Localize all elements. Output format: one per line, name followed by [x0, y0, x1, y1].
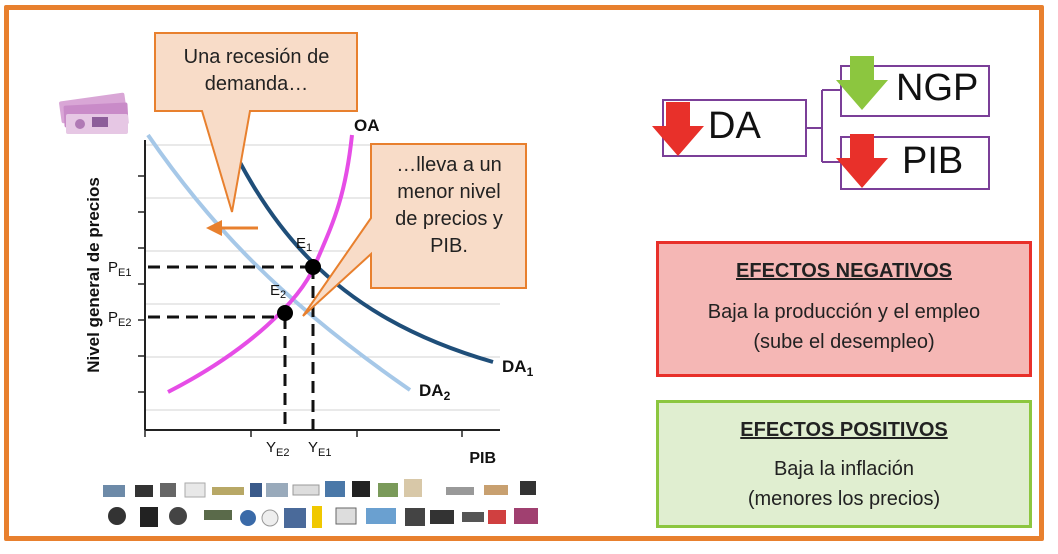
- x-axis-title: PIB: [469, 450, 496, 467]
- euro-banknotes-icon: [59, 92, 129, 134]
- pe1-label: PE1: [108, 259, 131, 279]
- callout-recession-bubble: [154, 32, 358, 213]
- negative-effects-line-2: (sube el desempleo): [753, 331, 935, 353]
- positive-effects-line-2: (menores los precios): [747, 488, 941, 510]
- summary-connectors: [806, 89, 840, 163]
- da2-curve: [146, 133, 412, 392]
- callout-result-line-2: menor nivel: [397, 181, 501, 203]
- da1-label: DA1: [502, 357, 534, 379]
- da-down-arrow-icon: [652, 102, 704, 156]
- ngp-label: NGP: [896, 67, 979, 109]
- ye1-label: YE1: [308, 439, 331, 459]
- positive-effects-title: EFECTOS POSITIVOS: [740, 419, 948, 441]
- oa-label: OA: [354, 116, 380, 135]
- oa-curve: [167, 134, 354, 394]
- pib-label: PIB: [902, 140, 964, 182]
- callout-result-line-4: PIB.: [430, 235, 468, 257]
- negative-effects-title: EFECTOS NEGATIVOS: [736, 260, 952, 282]
- callout-recession-line-2: demanda…: [204, 73, 309, 95]
- shift-arrow: [206, 220, 258, 236]
- consumer-goods-icon: [103, 479, 538, 528]
- callout-result-line-3: de precios y: [395, 208, 503, 230]
- da2-label: DA2: [419, 381, 451, 403]
- e2-label: E2: [270, 282, 286, 301]
- callout-result-line-1: …lleva a un: [396, 154, 502, 176]
- callout-recession-text: Una recesión de demanda…: [158, 44, 355, 98]
- e1-point: [305, 259, 321, 275]
- negative-effects-line-1: Baja la producción y el empleo: [707, 301, 981, 323]
- e1-label: E1: [296, 235, 312, 254]
- slide-frame: [4, 5, 1044, 541]
- x-axis-ticks: [144, 430, 463, 437]
- da-label: DA: [708, 105, 761, 147]
- positive-effects-line-1: Baja la inflación: [773, 458, 915, 480]
- pib-down-arrow-icon: [836, 134, 888, 188]
- pe2-label: PE2: [108, 309, 131, 329]
- callout-result-bubble: [302, 143, 527, 317]
- callout-result-text: …lleva a un menor nivel de precios y PIB…: [373, 152, 525, 260]
- ngp-down-arrow-icon: [836, 56, 888, 110]
- y-axis-ticks: [138, 175, 145, 393]
- y-axis-title: Nivel general de precios: [84, 177, 103, 373]
- equilibrium-guides: [148, 265, 315, 430]
- callout-recession-line-1: Una recesión de: [183, 46, 330, 68]
- e2-point: [277, 305, 293, 321]
- negative-effects-box: EFECTOS NEGATIVOS Baja la producción y e…: [656, 241, 1032, 377]
- ye2-label: YE2: [266, 439, 289, 459]
- positive-effects-box: EFECTOS POSITIVOS Baja la inflación (men…: [656, 400, 1032, 528]
